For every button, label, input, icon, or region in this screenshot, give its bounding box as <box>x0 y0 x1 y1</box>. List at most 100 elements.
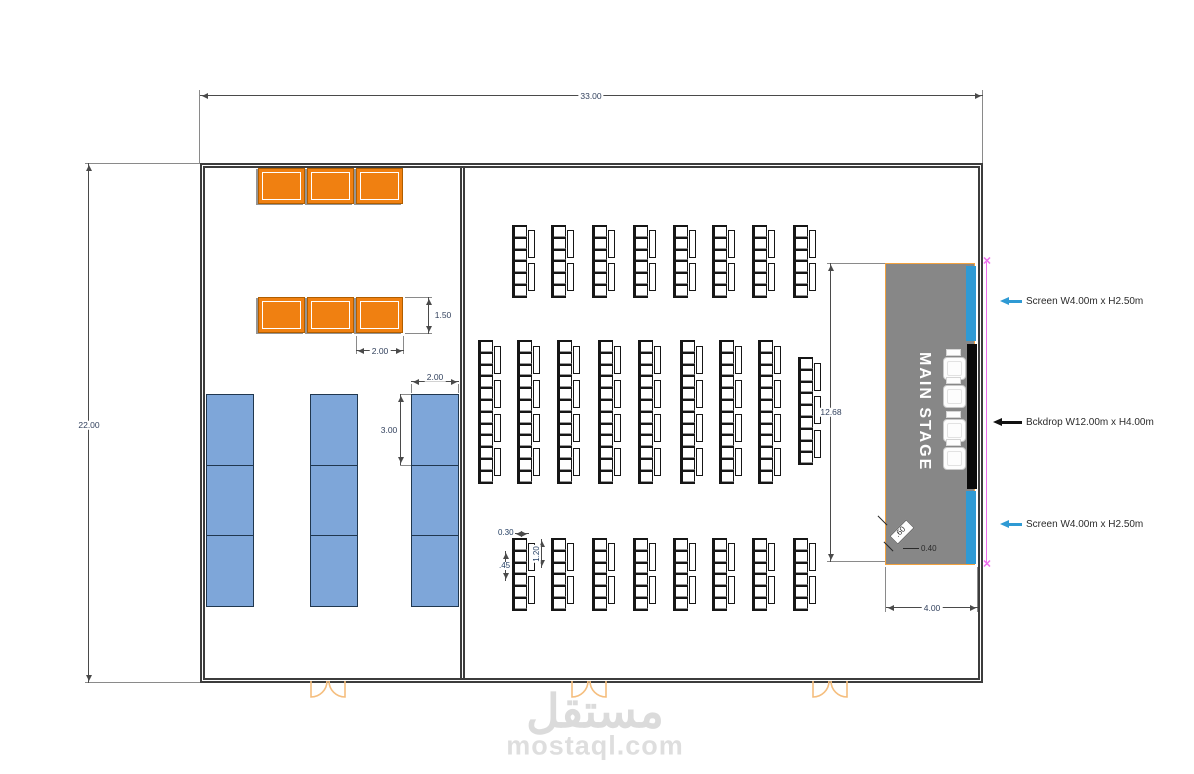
chair <box>676 585 688 597</box>
stage-chair <box>943 385 966 408</box>
chair <box>683 410 695 423</box>
cocktail-table <box>735 345 742 374</box>
cocktail-table <box>567 542 574 571</box>
chair <box>715 573 727 586</box>
chair <box>801 427 813 440</box>
chair <box>722 375 734 388</box>
chair <box>676 549 688 562</box>
chair <box>636 260 648 273</box>
dimension-line-cocktail-length <box>538 539 545 568</box>
cocktail-table <box>689 229 696 258</box>
cocktail-table <box>728 542 735 571</box>
chair <box>481 434 493 447</box>
extension-line <box>405 333 432 334</box>
chair-row <box>673 538 688 611</box>
chair <box>601 469 613 482</box>
chair <box>761 363 773 376</box>
chair <box>641 434 653 447</box>
buffet-table <box>356 297 403 333</box>
main-stage: MAIN STAGE <box>885 263 977 565</box>
chair <box>554 549 566 562</box>
chair <box>515 585 527 597</box>
chair <box>481 363 493 376</box>
cocktail-table <box>689 262 696 291</box>
chair <box>601 434 613 447</box>
cocktail-table <box>774 447 781 476</box>
cocktail-table <box>809 262 816 291</box>
annotation-label: Screen W4.00m x H2.50m <box>1026 295 1144 307</box>
dimension-label-lounge-width: 2.00 <box>424 371 446 382</box>
stage-chair-headrest <box>946 411 961 418</box>
cocktail-table <box>696 413 703 442</box>
chair <box>595 225 607 237</box>
chair-row <box>712 225 727 298</box>
chair-row <box>592 225 607 298</box>
chair <box>722 340 734 352</box>
chair <box>801 368 813 381</box>
cocktail-table <box>728 229 735 258</box>
chair <box>715 225 727 237</box>
extension-line <box>356 336 357 354</box>
arrow-shaft <box>1002 420 1022 424</box>
screen-strip-bottom <box>966 491 976 564</box>
chair <box>481 375 493 388</box>
cocktail-table <box>774 345 781 374</box>
chair-row <box>598 340 613 484</box>
chair <box>520 375 532 388</box>
chair <box>560 434 572 447</box>
chair <box>801 439 813 452</box>
chair <box>554 561 566 574</box>
cocktail-table <box>567 575 574 604</box>
chair <box>722 422 734 435</box>
lounge-table <box>310 394 358 466</box>
chair <box>683 434 695 447</box>
chair <box>755 248 767 261</box>
lounge-table <box>206 535 254 607</box>
cocktail-table <box>494 413 501 442</box>
cocktail-table <box>528 575 535 604</box>
chair <box>515 549 527 562</box>
chair <box>676 538 688 550</box>
chair <box>636 283 648 296</box>
chair <box>554 585 566 597</box>
chair <box>636 225 648 237</box>
chair <box>595 561 607 574</box>
chair <box>560 398 572 411</box>
chair <box>683 375 695 388</box>
cocktail-table <box>494 345 501 374</box>
chair <box>515 236 527 249</box>
chair <box>601 398 613 411</box>
annotation-label: Bckdrop W12.00m x H4.00m <box>1026 416 1154 428</box>
lounge-table <box>206 394 254 466</box>
chair <box>715 236 727 249</box>
stage-chair <box>943 447 966 470</box>
cocktail-table <box>728 575 735 604</box>
cocktail-table <box>774 413 781 442</box>
chair <box>801 380 813 393</box>
chair <box>595 596 607 609</box>
chair <box>761 398 773 411</box>
chair-row <box>512 225 527 298</box>
chair <box>520 351 532 364</box>
chair <box>683 457 695 470</box>
chair-row <box>752 225 767 298</box>
chair <box>560 363 572 376</box>
double-door-icon <box>310 680 346 701</box>
chair <box>801 404 813 416</box>
chair <box>636 272 648 284</box>
chair-row <box>712 538 727 611</box>
chair <box>641 387 653 399</box>
cocktail-table <box>649 542 656 571</box>
chair <box>554 573 566 586</box>
cocktail-table <box>809 229 816 258</box>
chair <box>554 236 566 249</box>
chair-row <box>512 538 527 611</box>
chair <box>722 457 734 470</box>
chair <box>761 457 773 470</box>
chair <box>601 363 613 376</box>
stage-chair-headrest <box>946 439 961 446</box>
watermark-arabic: مستقل <box>526 685 664 737</box>
truss-marker-icon: ✕ <box>982 558 992 571</box>
chair-row <box>719 340 734 484</box>
chair-row <box>517 340 532 484</box>
